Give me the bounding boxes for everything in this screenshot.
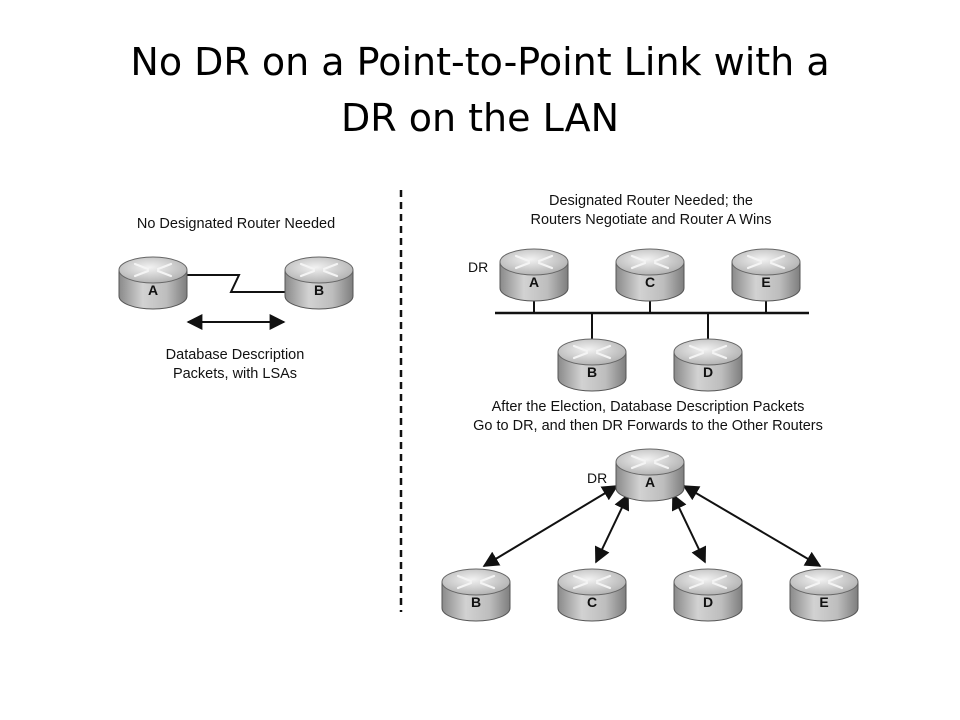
router-label: D (703, 594, 713, 610)
router-label: C (587, 594, 597, 610)
router-arrows-icon (746, 254, 786, 270)
flood-caption-line-2: Go to DR, and then DR Forwards to the Ot… (473, 418, 823, 434)
router-a-p2p: A (118, 256, 188, 310)
election-caption-line-1: Designated Router Needed; the (549, 193, 753, 209)
packets-label-line-2: Packets, with LSAs (173, 366, 297, 382)
router-arrows-icon (133, 262, 173, 278)
router-d-spoke: D (673, 568, 743, 622)
router-label: B (587, 364, 597, 380)
router-c-spoke: C (557, 568, 627, 622)
router-arrows-icon (572, 344, 612, 360)
router-label: A (645, 474, 655, 490)
router-e-lan: E (731, 248, 801, 302)
router-arrows-icon (688, 574, 728, 590)
router-label: E (761, 274, 770, 290)
router-d-lan: D (673, 338, 743, 392)
router-arrows-icon (572, 574, 612, 590)
serial-link (185, 274, 287, 293)
router-c-lan: C (615, 248, 685, 302)
router-arrows-icon (804, 574, 844, 590)
dr-label-bottom: DR (587, 470, 607, 486)
left-caption: No Designated Router Needed (137, 216, 335, 232)
router-label: C (645, 274, 655, 290)
router-arrows-icon (630, 254, 670, 270)
election-caption-line-2: Routers Negotiate and Router A Wins (531, 212, 772, 228)
router-label: A (148, 282, 158, 298)
arrow-dr-to-d (671, 493, 707, 564)
router-label: D (703, 364, 713, 380)
router-label: B (314, 282, 324, 298)
flood-caption-line-1: After the Election, Database Description… (492, 399, 805, 415)
router-label: E (819, 594, 828, 610)
router-arrows-icon (514, 254, 554, 270)
router-arrows-icon (688, 344, 728, 360)
router-b-spoke: B (441, 568, 511, 622)
arrow-dr-to-c (594, 493, 630, 564)
router-label: B (471, 594, 481, 610)
router-arrows-icon (299, 262, 339, 278)
packets-label-line-1: Database Description (166, 347, 305, 363)
dr-label-top: DR (468, 259, 488, 275)
router-arrows-icon (456, 574, 496, 590)
router-b-lan: B (557, 338, 627, 392)
arrow-dr-to-b (482, 485, 619, 567)
title-line-1: No DR on a Point-to-Point Link with a (130, 40, 830, 84)
router-e-spoke: E (789, 568, 859, 622)
router-arrows-icon (630, 454, 670, 470)
router-label: A (529, 274, 539, 290)
arrow-dr-to-e (682, 485, 822, 567)
router-a-dr-hub: A (615, 448, 685, 502)
router-b-p2p: B (284, 256, 354, 310)
router-a-lan: A (499, 248, 569, 302)
title-line-2: DR on the LAN (340, 96, 620, 140)
slide-title: No DR on a Point-to-Point Link with a DR… (40, 34, 920, 146)
